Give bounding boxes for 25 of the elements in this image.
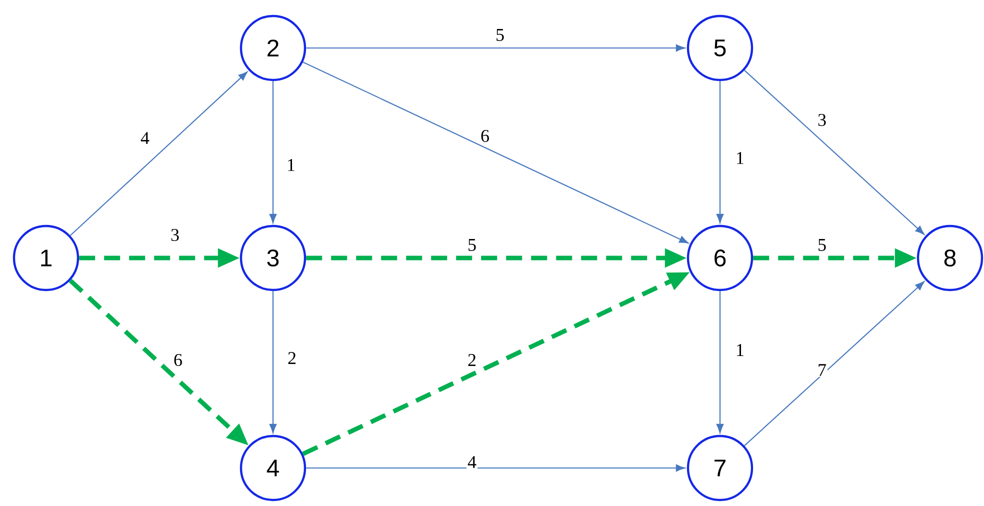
arrow — [306, 44, 686, 52]
edge-label: 3 — [170, 228, 180, 242]
arrow — [302, 62, 688, 244]
edge-label: 6 — [172, 352, 184, 368]
edge-label: 3 — [816, 112, 828, 128]
edge-label: 1 — [734, 151, 746, 165]
arrow — [269, 291, 277, 434]
edge-label: 5 — [494, 28, 506, 42]
arrow — [716, 81, 724, 224]
edge-label: 4 — [466, 455, 478, 469]
edge-label: 2 — [466, 353, 478, 367]
edge-label: 4 — [140, 131, 150, 145]
edge-label: 5 — [816, 238, 828, 252]
edge-label: 5 — [466, 238, 478, 252]
edge-label: 7 — [816, 363, 828, 377]
arrow — [70, 72, 248, 236]
edge-label: 1 — [734, 343, 746, 357]
edge-label: 2 — [286, 351, 298, 365]
edge-label: 6 — [480, 128, 490, 144]
arrow — [744, 70, 924, 235]
arrow — [269, 81, 277, 224]
arrow — [744, 281, 924, 446]
arrow — [716, 291, 724, 434]
edge-label: 1 — [286, 158, 296, 172]
arrow — [306, 464, 686, 472]
